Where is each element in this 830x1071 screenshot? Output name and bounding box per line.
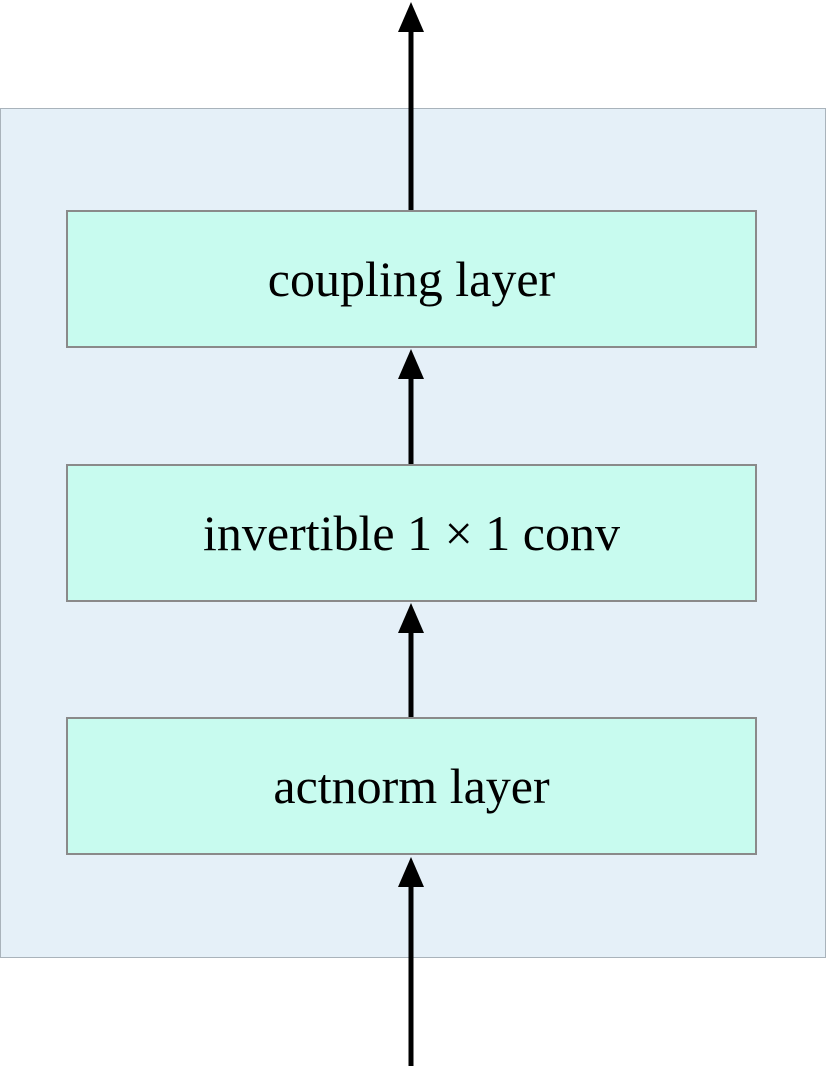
actnorm-layer-box: actnorm layer [66,717,757,855]
invertible-conv-label: invertible 1 × 1 conv [203,505,620,561]
coupling-layer-label: coupling layer [267,251,556,307]
invertible-conv-box: invertible 1 × 1 conv [66,464,757,602]
coupling-layer-box: coupling layer [66,210,757,348]
actnorm-layer-label: actnorm layer [273,758,550,814]
